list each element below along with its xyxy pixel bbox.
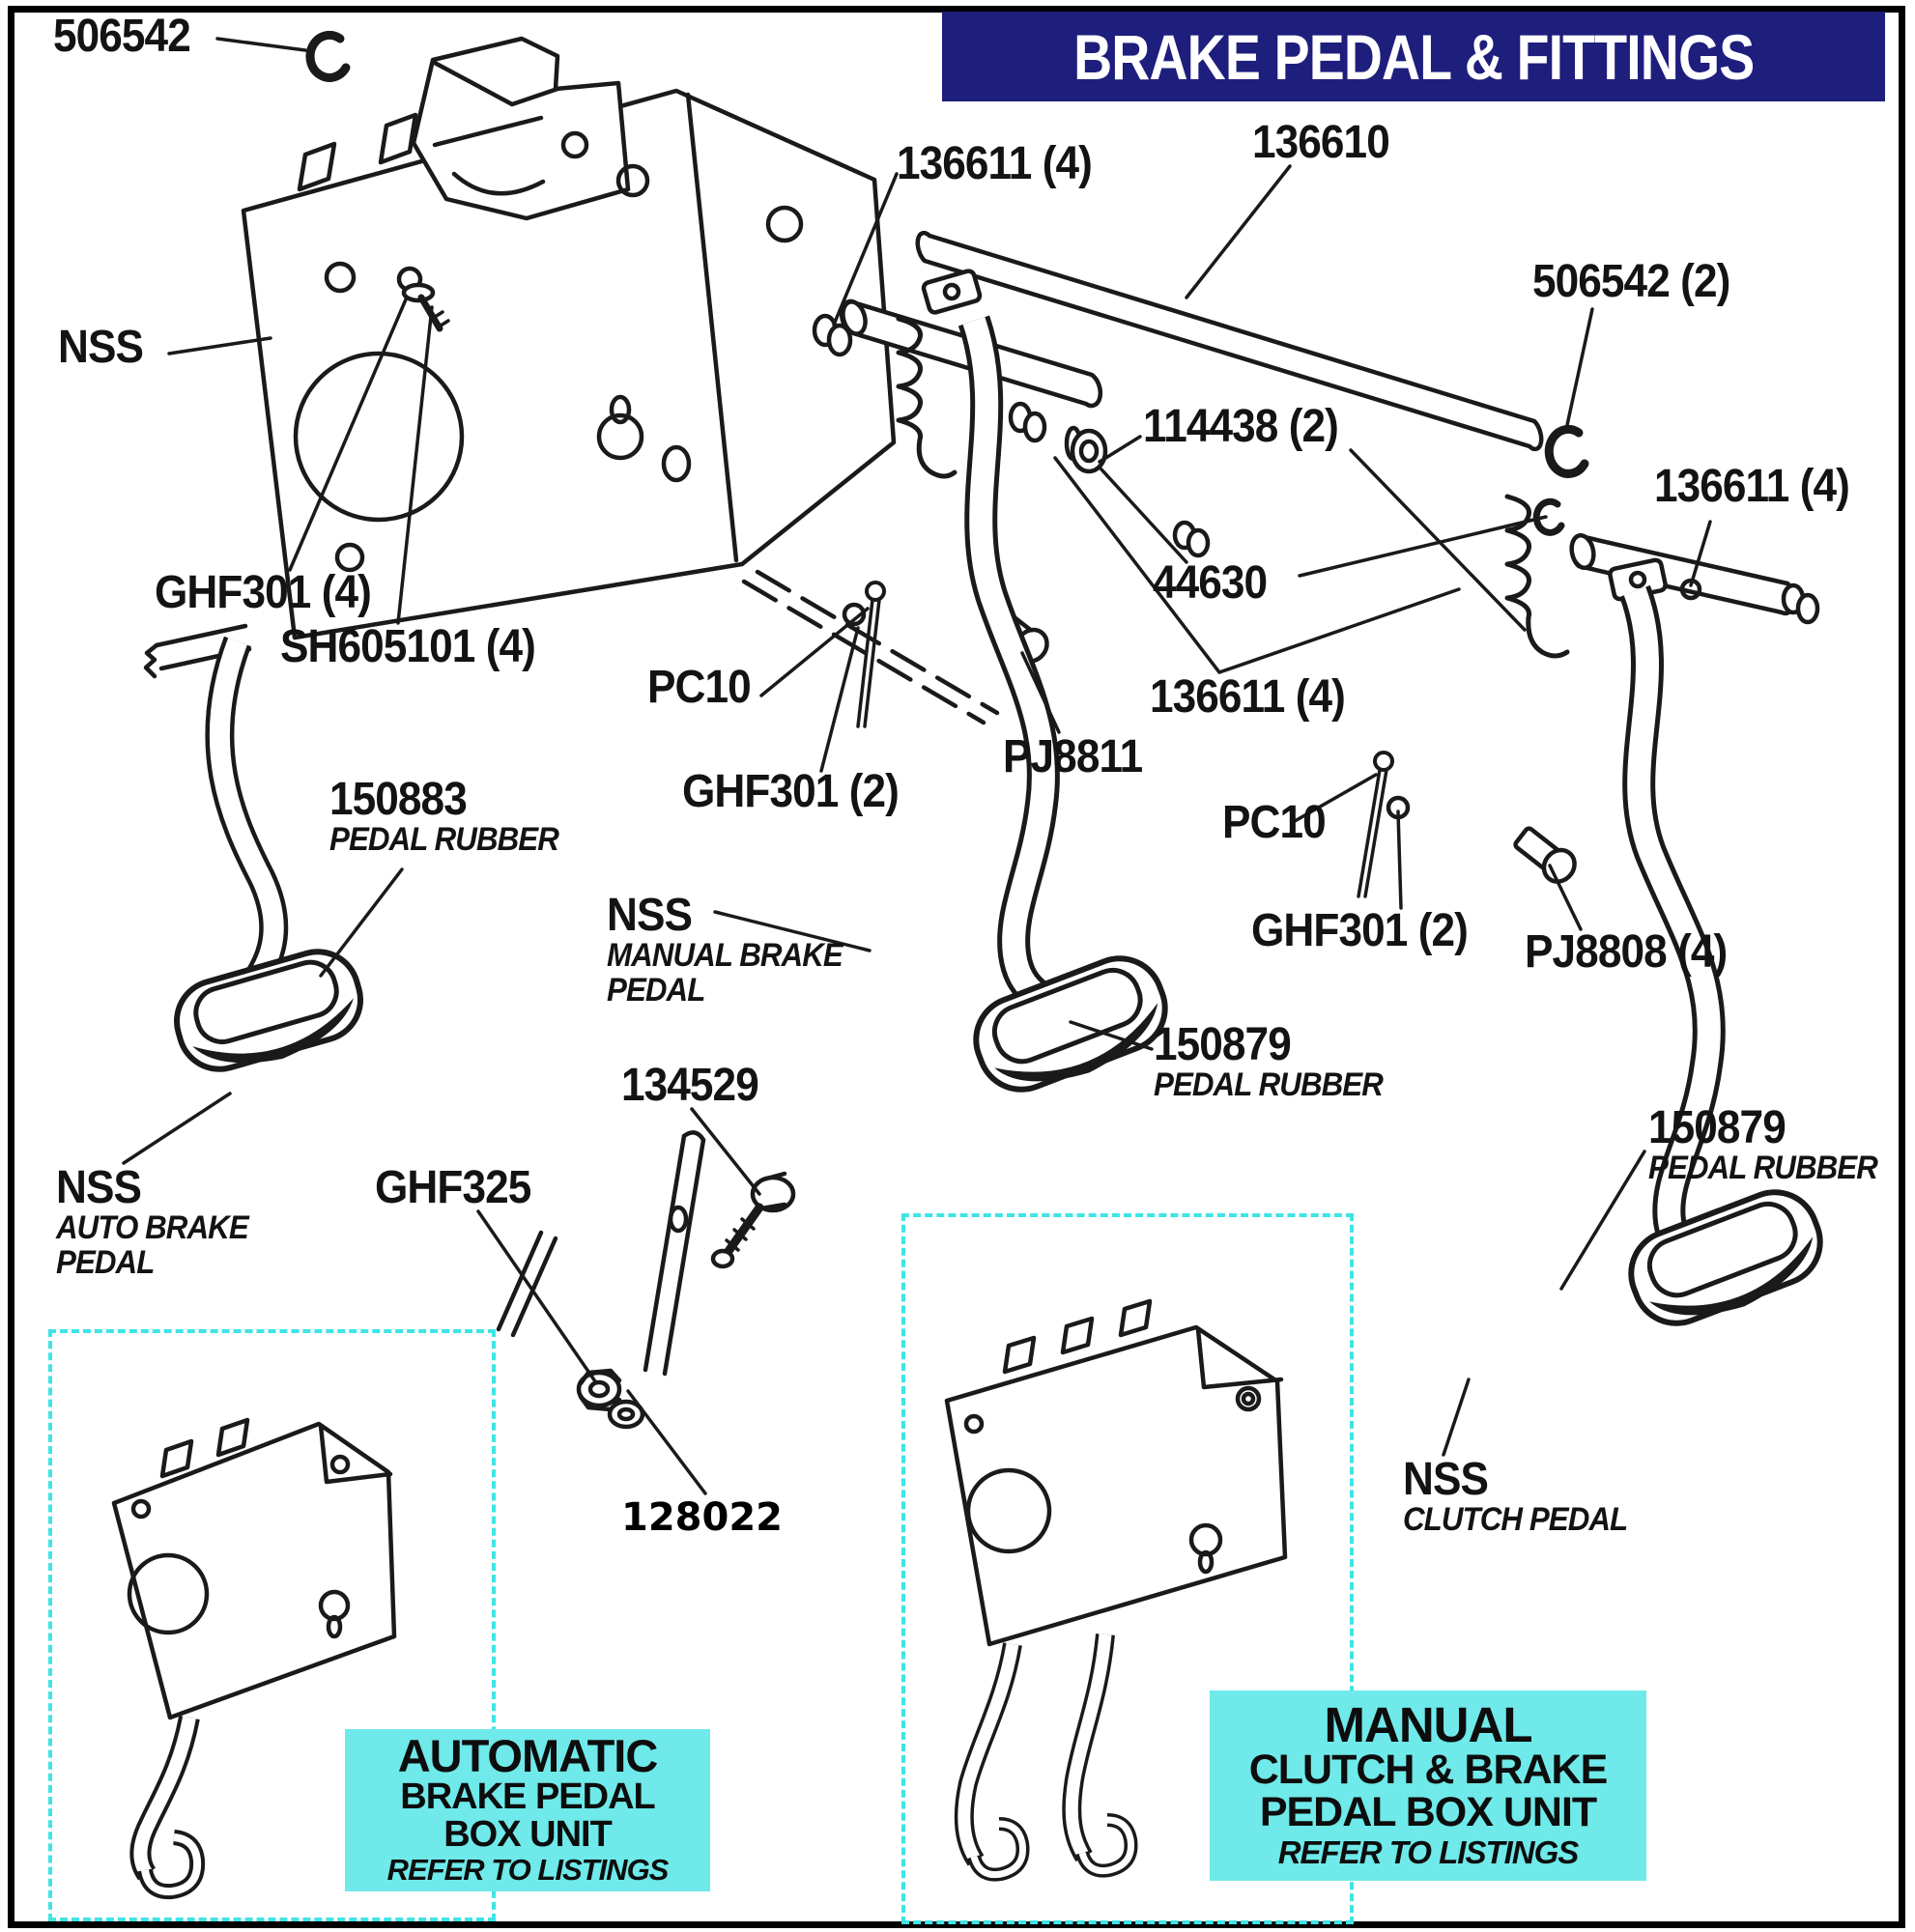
manual-unit-dashed-outline bbox=[901, 1213, 1354, 1924]
title-banner: BRAKE PEDAL & FITTINGS bbox=[942, 12, 1885, 101]
auto-brake-pedal-drawing bbox=[143, 623, 364, 1072]
part-label-506542-2: 506542 (2) bbox=[1532, 256, 1730, 307]
bolt-pj8808-drawing bbox=[1513, 826, 1577, 884]
part-label-150879-right: 150879 PEDAL RUBBER bbox=[1648, 1102, 1878, 1187]
part-label-nss-clutch: NSS CLUTCH PEDAL bbox=[1403, 1454, 1628, 1539]
part-label-136611-mid: 136611 (4) bbox=[1150, 671, 1346, 723]
part-label-pj8808-4: PJ8808 (4) bbox=[1525, 926, 1728, 978]
part-label-114438-2: 114438 (2) bbox=[1143, 401, 1339, 452]
part-label-128022: 128022 bbox=[621, 1495, 783, 1540]
manual-callout-box: MANUAL CLUTCH & BRAKE PEDAL BOX UNIT REF… bbox=[1210, 1690, 1646, 1881]
automatic-callout-box: AUTOMATIC BRAKE PEDAL BOX UNIT REFER TO … bbox=[345, 1729, 710, 1891]
part-label-pc10-left: PC10 bbox=[647, 662, 752, 713]
part-label-ghf301-2-left: GHF301 (2) bbox=[682, 766, 900, 817]
part-label-150879-mid: 150879 PEDAL RUBBER bbox=[1154, 1019, 1384, 1104]
switch-and-bracket-drawing bbox=[496, 1130, 796, 1430]
clutch-pedal-pivot-assembly-drawing bbox=[1504, 494, 1820, 659]
manual-brake-pedal-drawing bbox=[921, 269, 1168, 1093]
part-label-506542: 506542 bbox=[53, 11, 191, 62]
part-label-136610: 136610 bbox=[1252, 117, 1390, 168]
part-label-44630: 44630 bbox=[1153, 557, 1268, 609]
circlip-right-drawing bbox=[1544, 424, 1589, 478]
circlip-top-left-drawing bbox=[305, 30, 351, 82]
part-label-pc10-right: PC10 bbox=[1222, 797, 1327, 848]
automatic-pedal-box-unit-drawing bbox=[111, 1417, 397, 1900]
part-label-pj8811: PJ8811 bbox=[1003, 731, 1143, 782]
part-label-sh605101-4: SH605101 (4) bbox=[280, 621, 536, 672]
split-pin-left-drawing bbox=[842, 581, 886, 728]
part-label-ghf301-4: GHF301 (4) bbox=[155, 567, 372, 618]
part-label-ghf325: GHF325 bbox=[375, 1162, 531, 1213]
part-label-nss-pedal-box: NSS bbox=[58, 322, 144, 373]
part-label-134529: 134529 bbox=[621, 1060, 759, 1111]
pivot-rod-drawing bbox=[915, 230, 1544, 452]
part-label-nss-manual-brake: NSS MANUAL BRAKE PEDAL bbox=[607, 890, 843, 1009]
part-label-136611-right: 136611 (4) bbox=[1654, 461, 1850, 512]
clutch-pedal-drawing bbox=[1608, 557, 1823, 1326]
pedal-box-drawing bbox=[241, 36, 1000, 725]
part-label-ghf301-2-right: GHF301 (2) bbox=[1251, 905, 1469, 956]
automatic-unit-dashed-outline bbox=[48, 1329, 496, 1921]
part-label-nss-auto-brake: NSS AUTO BRAKE PEDAL bbox=[56, 1162, 249, 1282]
part-label-136611-top: 136611 (4) bbox=[897, 138, 1093, 189]
manual-pedal-box-unit-drawing bbox=[944, 1298, 1288, 1882]
part-label-150883: 150883 PEDAL RUBBER bbox=[329, 774, 559, 859]
leader-lines bbox=[122, 37, 1712, 1495]
page-title: BRAKE PEDAL & FITTINGS bbox=[1072, 20, 1755, 93]
